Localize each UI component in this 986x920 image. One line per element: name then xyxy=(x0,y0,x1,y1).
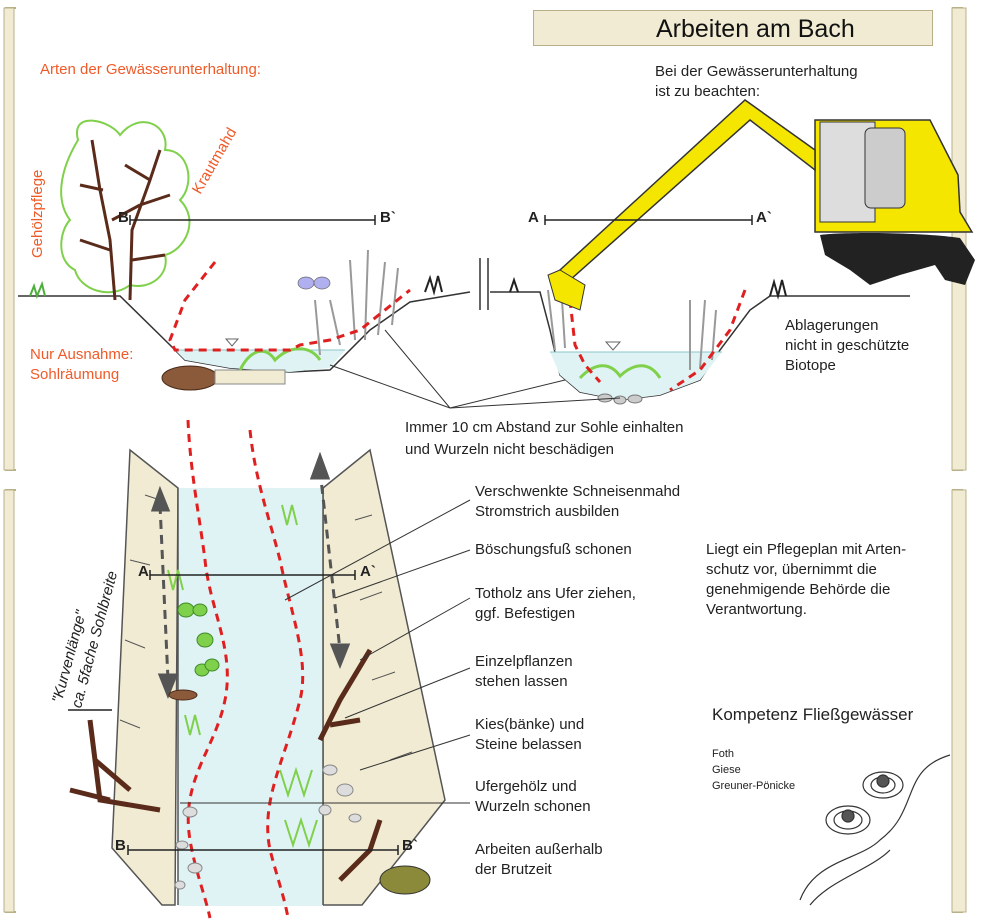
plan-section-b-end: B` xyxy=(402,837,418,854)
label-kiesbaenke: Kies(bänke) und Steine belassen xyxy=(475,716,585,753)
label-boeschungsfuss: Böschungsfuß schonen xyxy=(475,541,632,558)
author-name: Foth xyxy=(712,748,735,760)
note-pflegeplan: Liegt ein Pflegeplan mit Arten- schutz v… xyxy=(706,541,907,618)
section-a-end: A` xyxy=(756,209,772,226)
section-a-start: A xyxy=(528,209,539,226)
label-ufergehoelz: Ufergehölz und Wurzeln schonen xyxy=(475,778,591,815)
plan-view xyxy=(68,419,471,919)
note-beachten-1: Bei der Gewässerunterhaltung xyxy=(655,63,858,80)
label-einzelpflanzen: Einzelpflanzen stehen lassen xyxy=(475,653,573,690)
note-abstand-2: und Wurzeln nicht beschädigen xyxy=(405,441,615,458)
author-name: Greuner-Pönicke xyxy=(712,780,796,792)
label-gehoelzpflege: Gehölzpflege xyxy=(29,169,46,258)
label-ausnahme-1: Nur Ausnahme: xyxy=(30,346,134,363)
cross-section-b xyxy=(18,119,471,391)
label-totholz: Totholz ans Ufer ziehen, ggf. Befestigen xyxy=(475,585,636,622)
label-ausnahme-2: Sohlräumung xyxy=(30,366,120,383)
kompetenz-title: Kompetenz Fließgewässer xyxy=(712,705,914,724)
section-b-end: B` xyxy=(380,209,396,226)
label-brutzeit: Arbeiten außerhalb der Brutzeit xyxy=(475,841,603,878)
note-ablagerung-1: Ablagerungen xyxy=(785,317,879,334)
note-ablagerung-2: nicht in geschützte xyxy=(785,337,910,354)
author-name: Giese xyxy=(712,764,741,776)
title-banner: Arbeiten am Bach xyxy=(533,10,933,46)
note-beachten-2: ist zu beachten: xyxy=(655,83,761,100)
plan-section-a-end: A` xyxy=(360,563,376,580)
section-b-start: B xyxy=(118,209,129,226)
note-ablagerung-3: Biotope xyxy=(785,357,836,374)
cross-section-a xyxy=(490,276,910,405)
authors-list: Foth Giese Greuner-Pönicke xyxy=(712,746,795,794)
note-abstand-1: Immer 10 cm Abstand zur Sohle einhalten xyxy=(405,419,684,436)
plan-section-b-start: B xyxy=(115,837,126,854)
excavator-illustration xyxy=(547,99,975,311)
heading-types: Arten der Gewässerunterhaltung: xyxy=(40,61,261,78)
page-title: Arbeiten am Bach xyxy=(656,15,855,43)
plan-section-a-start: A xyxy=(138,563,149,580)
ripple-illustration xyxy=(799,754,951,906)
label-schneisenmahd: Verschwenkte Schneisenmahd Stromstrich a… xyxy=(475,483,681,520)
